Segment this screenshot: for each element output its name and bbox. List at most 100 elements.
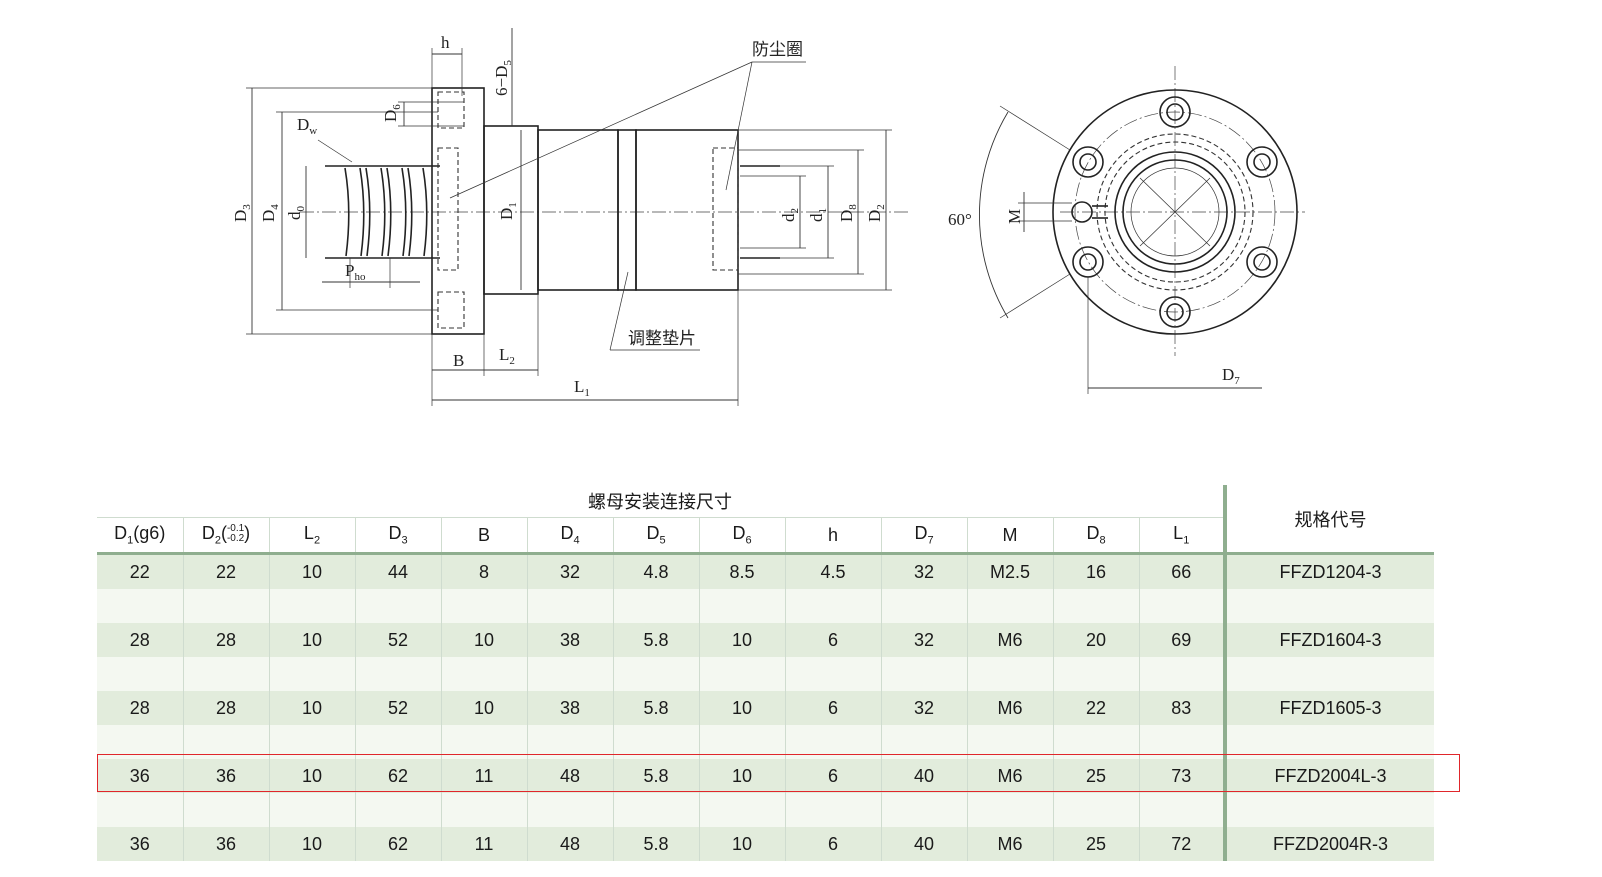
- label-d6: D6: [381, 104, 403, 122]
- table-cell: 10: [269, 553, 356, 589]
- table-cell: M6: [967, 759, 1054, 793]
- table-cell: 10: [699, 691, 786, 725]
- table-cell: 11: [441, 827, 528, 861]
- label-d7: D7: [1222, 365, 1240, 387]
- label-pho: Pho: [345, 261, 366, 283]
- column-header: D6: [699, 517, 786, 555]
- table-cell: 10: [699, 759, 786, 793]
- label-l1: L1: [574, 377, 590, 399]
- label-b: B: [453, 351, 464, 370]
- table-cell: 52: [355, 691, 442, 725]
- label-m: M: [1005, 209, 1024, 224]
- spec-code-cell: FFZD2004L-3: [1223, 759, 1434, 793]
- side-view-dimensions: [246, 28, 892, 406]
- table-cell: 6: [785, 827, 882, 861]
- front-view: [979, 66, 1305, 394]
- label-d2-small: d2: [779, 208, 801, 222]
- label-d3: D3: [231, 204, 253, 222]
- front-view-labels: 60° M D7: [948, 209, 1240, 387]
- table-cell: 10: [269, 623, 356, 657]
- table-cell: 52: [355, 623, 442, 657]
- table-cell: 22: [1053, 691, 1140, 725]
- table-cell: 36: [97, 759, 184, 793]
- spacer-row: [97, 657, 1434, 691]
- table-cell: M6: [967, 827, 1054, 861]
- table-cell: 38: [527, 623, 614, 657]
- table-cell: 10: [441, 623, 528, 657]
- table-cell: 25: [1053, 827, 1140, 861]
- column-header: D5: [613, 517, 700, 555]
- table-cell: 20: [1053, 623, 1140, 657]
- label-l2: L2: [499, 345, 515, 367]
- screw-shaft: [325, 165, 780, 259]
- table-cell: 40: [881, 759, 968, 793]
- table-cell: 6: [785, 691, 882, 725]
- spec-code-cell: FFZD1604-3: [1223, 623, 1434, 657]
- table-cell: 10: [699, 827, 786, 861]
- code-title: 规格代号: [1223, 485, 1434, 555]
- table-cell: 62: [355, 759, 442, 793]
- label-6-d5: 6−D5: [492, 60, 514, 96]
- table-cell: 6: [785, 759, 882, 793]
- column-header: D4: [527, 517, 614, 555]
- spacer-row: [97, 793, 1434, 827]
- spec-code-cell: FFZD1204-3: [1223, 553, 1434, 589]
- table-cell: 44: [355, 553, 442, 589]
- table-cell: 32: [527, 553, 614, 589]
- table-cell: 22: [97, 553, 184, 589]
- spec-code-cell: FFZD2004R-3: [1223, 827, 1434, 861]
- table-cell: 10: [699, 623, 786, 657]
- table-cell: M2.5: [967, 553, 1054, 589]
- flange: [431, 87, 485, 335]
- table-cell: 5.8: [613, 691, 700, 725]
- column-header: D1(g6): [97, 517, 184, 555]
- label-shim: 调整垫片: [628, 329, 696, 348]
- column-header: D8: [1053, 517, 1140, 555]
- table-cell: 28: [183, 691, 270, 725]
- label-dw: Dw: [297, 115, 317, 137]
- column-header: D7: [881, 517, 968, 555]
- table-cell: 66: [1139, 553, 1226, 589]
- table-cell: 4.5: [785, 553, 882, 589]
- group-title: 螺母安装连接尺寸: [97, 485, 1225, 518]
- label-d1-big: D1: [497, 202, 519, 220]
- table-cell: 8.5: [699, 553, 786, 589]
- table-cell: 16: [1053, 553, 1140, 589]
- label-d0: d0: [285, 206, 307, 221]
- column-header: h: [785, 517, 882, 555]
- table-cell: M6: [967, 623, 1054, 657]
- table-cell: 10: [269, 759, 356, 793]
- table-cell: 6: [785, 623, 882, 657]
- table-cell: 10: [441, 691, 528, 725]
- table-cell: 28: [97, 623, 184, 657]
- label-d2-big: D2: [865, 204, 887, 222]
- bolt-holes: [1072, 96, 1278, 328]
- table-cell: 5.8: [613, 759, 700, 793]
- column-header: B: [441, 517, 528, 555]
- table-cell: 36: [97, 827, 184, 861]
- table-cell: 10: [269, 827, 356, 861]
- label-60-degree: 60°: [948, 210, 972, 229]
- table-cell: 5.8: [613, 827, 700, 861]
- table-cell: 48: [527, 759, 614, 793]
- spacer-row: [97, 589, 1434, 623]
- label-d1-small: d1: [807, 208, 829, 222]
- nut-body: [483, 125, 739, 295]
- table-cell: 32: [881, 553, 968, 589]
- table-cell: 36: [183, 759, 270, 793]
- table-cell: 25: [1053, 759, 1140, 793]
- column-header: L1: [1139, 517, 1225, 555]
- table-cell: 32: [881, 691, 968, 725]
- table-cell: 62: [355, 827, 442, 861]
- table-cell: 11: [441, 759, 528, 793]
- label-h: h: [441, 33, 450, 52]
- table-cell: 69: [1139, 623, 1226, 657]
- label-dust-ring: 防尘圈: [752, 40, 803, 59]
- column-header: D2(-0.1-0.2): [183, 517, 270, 555]
- column-header: M: [967, 517, 1054, 555]
